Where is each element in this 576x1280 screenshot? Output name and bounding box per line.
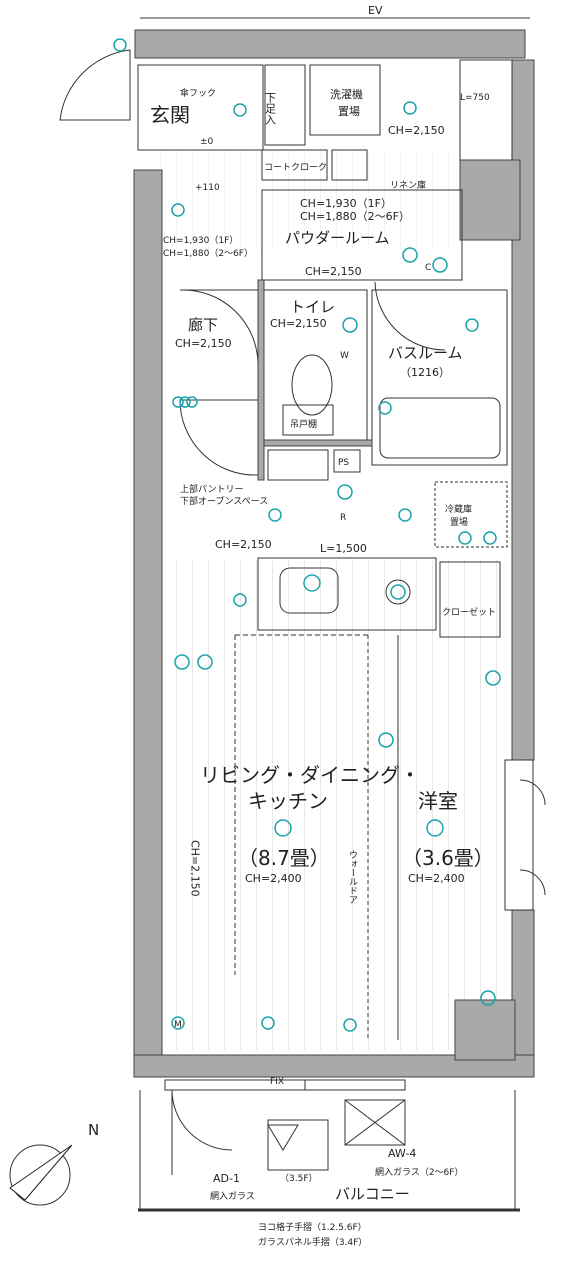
ldk-label-1: リビング・ダイニング・ <box>200 763 420 787</box>
bath-size-label: （1216） <box>400 366 450 379</box>
ps-box <box>333 449 361 473</box>
aw4-label: AW-4 <box>388 1147 416 1160</box>
c-marker: C <box>425 263 431 273</box>
pantry-label-1: 上部パントリー <box>180 483 243 495</box>
bathroom-label: バスルーム <box>388 344 463 362</box>
wired-glass-left: 網入ガラス <box>210 1190 255 1202</box>
toilet-label: トイレ <box>290 298 335 316</box>
aw4-window <box>304 1079 406 1091</box>
rail-label-2: ガラスパネル手摺（3.4F） <box>258 1236 367 1248</box>
washer-label-2: 置場 <box>338 105 360 118</box>
western-size: （3.6畳） <box>402 846 494 870</box>
hallway-label: 廊下 <box>188 316 218 334</box>
hatch-box <box>267 1119 329 1171</box>
right-wall-notch <box>459 159 521 241</box>
pantry-box <box>267 449 329 481</box>
m-marker: M <box>174 1020 182 1030</box>
ch-entrance: CH=2,150 <box>388 124 445 137</box>
ch-1930: CH=1,930（1F） <box>300 197 392 210</box>
bathroom-box <box>371 289 508 466</box>
l750-label: L=750 <box>460 93 490 103</box>
right-window <box>504 759 534 911</box>
ch-toilet: CH=2,150 <box>270 317 327 330</box>
shoe-box-label: 下足入 <box>264 92 277 125</box>
ldk-size: （8.7畳） <box>238 846 330 870</box>
cabinet-label: 吊戸棚 <box>290 418 317 430</box>
right-wall-bottom-notch <box>454 999 516 1061</box>
kitchen-counter <box>257 557 437 631</box>
ac-unit <box>344 1099 406 1146</box>
shoe-box <box>264 64 306 146</box>
walk-door-label: ウォールドア <box>347 850 358 904</box>
stove <box>385 579 411 605</box>
bottom-wall <box>133 1054 535 1078</box>
ch-1880: CH=1,880（2～6F） <box>300 210 410 223</box>
washer-label-1: 洗濯機 <box>330 87 363 101</box>
pantry-label-2: 下部オープンスペース <box>180 495 268 507</box>
ldk-ch: CH=2,400 <box>245 872 302 885</box>
western-ch: CH=2,400 <box>408 872 465 885</box>
fix-window <box>164 1079 306 1091</box>
closet-box <box>439 561 501 638</box>
north-arrow-icon <box>9 1144 73 1206</box>
fridge-label-1: 冷蔵庫 <box>445 503 472 515</box>
wired-glass-right: 網入ガラス（2～6F） <box>375 1166 463 1178</box>
shaft-box <box>459 59 513 161</box>
fix-label: FIX <box>270 1077 284 1087</box>
ldk-floor <box>162 560 512 1050</box>
ps-label: PS <box>338 458 349 468</box>
floor-35-label: （3.5F） <box>280 1173 318 1184</box>
powder-room-box <box>261 189 463 281</box>
sink <box>279 567 339 614</box>
coat-closet-box <box>261 149 328 181</box>
hall-floor <box>160 150 460 250</box>
umbrella-hook-label: 傘フック <box>180 87 216 99</box>
pm0-label: ±0 <box>200 137 214 147</box>
l1500-label: L=1,500 <box>320 542 367 555</box>
washer-area <box>309 64 381 136</box>
linen-box <box>331 149 368 181</box>
powder-room-label: パウダールーム <box>285 229 390 247</box>
rail-label-1: ヨコ格子手摺（1.2.5.6F） <box>258 1221 367 1233</box>
fridge-box <box>434 481 508 548</box>
plus110-label: +110 <box>195 183 220 193</box>
entrance-label: 玄関 <box>150 103 190 127</box>
ch-vertical: CH=2,150 <box>189 840 202 897</box>
w-marker: W <box>340 351 349 361</box>
fridge-label-2: 置場 <box>450 516 468 528</box>
balcony-label: バルコニー <box>335 1185 410 1203</box>
top-wall <box>134 29 526 59</box>
ch-powder: CH=2,150 <box>305 265 362 278</box>
coat-closet-label: コートクローク <box>264 162 327 173</box>
ch-1930-left: CH=1,930（1F） <box>163 235 238 246</box>
entry-door-swing <box>59 49 131 121</box>
western-room-label: 洋室 <box>418 789 458 813</box>
toilet-bowl <box>291 354 333 416</box>
closet-label: クローゼット <box>442 606 496 618</box>
ch-1880-left: CH=1,880（2～6F） <box>163 248 253 259</box>
r-marker: R <box>340 513 346 523</box>
north-label: N <box>88 1121 99 1139</box>
linen-label: リネン庫 <box>390 179 426 191</box>
outlet-symbols <box>113 38 501 1032</box>
ev-label: EV <box>368 4 383 17</box>
left-wall <box>133 169 163 1061</box>
ch-hall: CH=2,150 <box>175 337 232 350</box>
ad1-label: AD-1 <box>213 1172 240 1185</box>
ldk-label-2: キッチン <box>248 789 328 813</box>
bathtub <box>379 397 501 459</box>
ch-kitchen: CH=2,150 <box>215 538 272 551</box>
